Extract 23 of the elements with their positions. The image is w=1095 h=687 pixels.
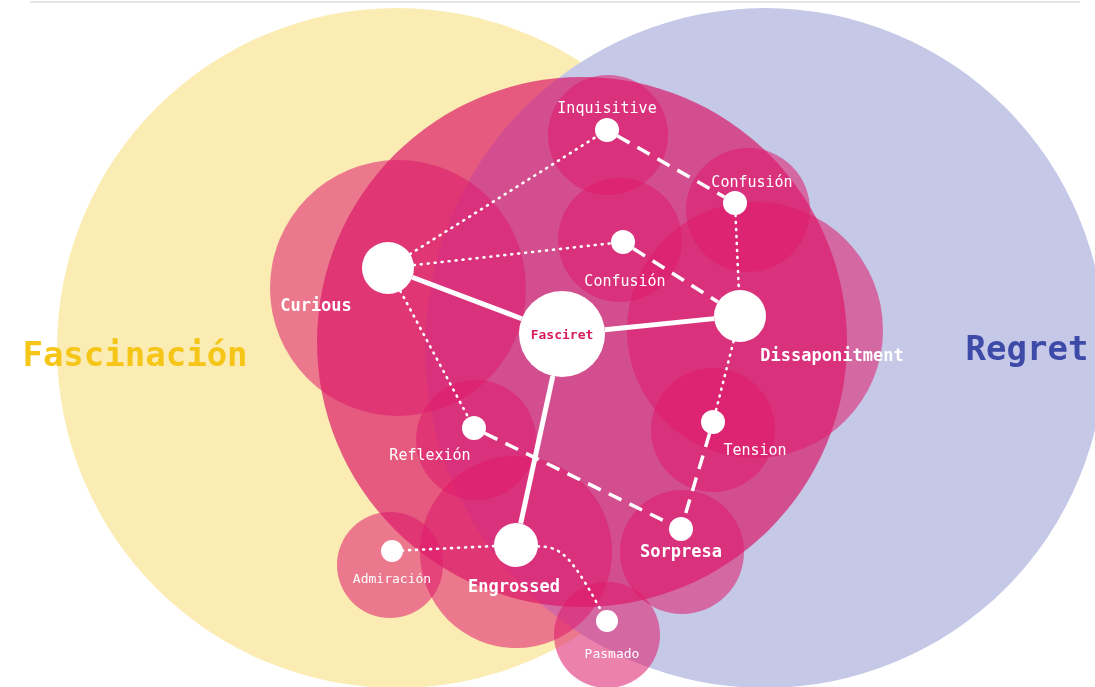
emotion-label: Admiración [352,571,432,585]
connector-line [411,274,523,322]
emotion-label: Curious [280,296,352,314]
connector-line [399,289,470,419]
category-label: Fascinación [22,337,248,371]
emotion-label: Engrossed [467,577,561,595]
category-label: Regret [965,331,1089,365]
emotion-label: Pasmado [584,646,640,660]
emotion-label: Fasciret [530,327,594,341]
emotion-label: Tension [723,442,787,458]
connector-line [401,544,496,552]
connector-line [632,246,719,304]
emotion-label: Confusión [584,273,666,289]
connector-line [408,135,599,256]
emotion-label: Inquisitive [557,100,657,116]
emotion-label: Sorpresa [640,542,722,560]
emotion-label: Reflexión [389,447,471,463]
emotion-label: Confusión [711,174,793,190]
connector-line [616,134,726,199]
connector-line [604,316,715,333]
connector-line [714,339,735,412]
connector-line [412,242,613,267]
connector-line [518,375,556,525]
